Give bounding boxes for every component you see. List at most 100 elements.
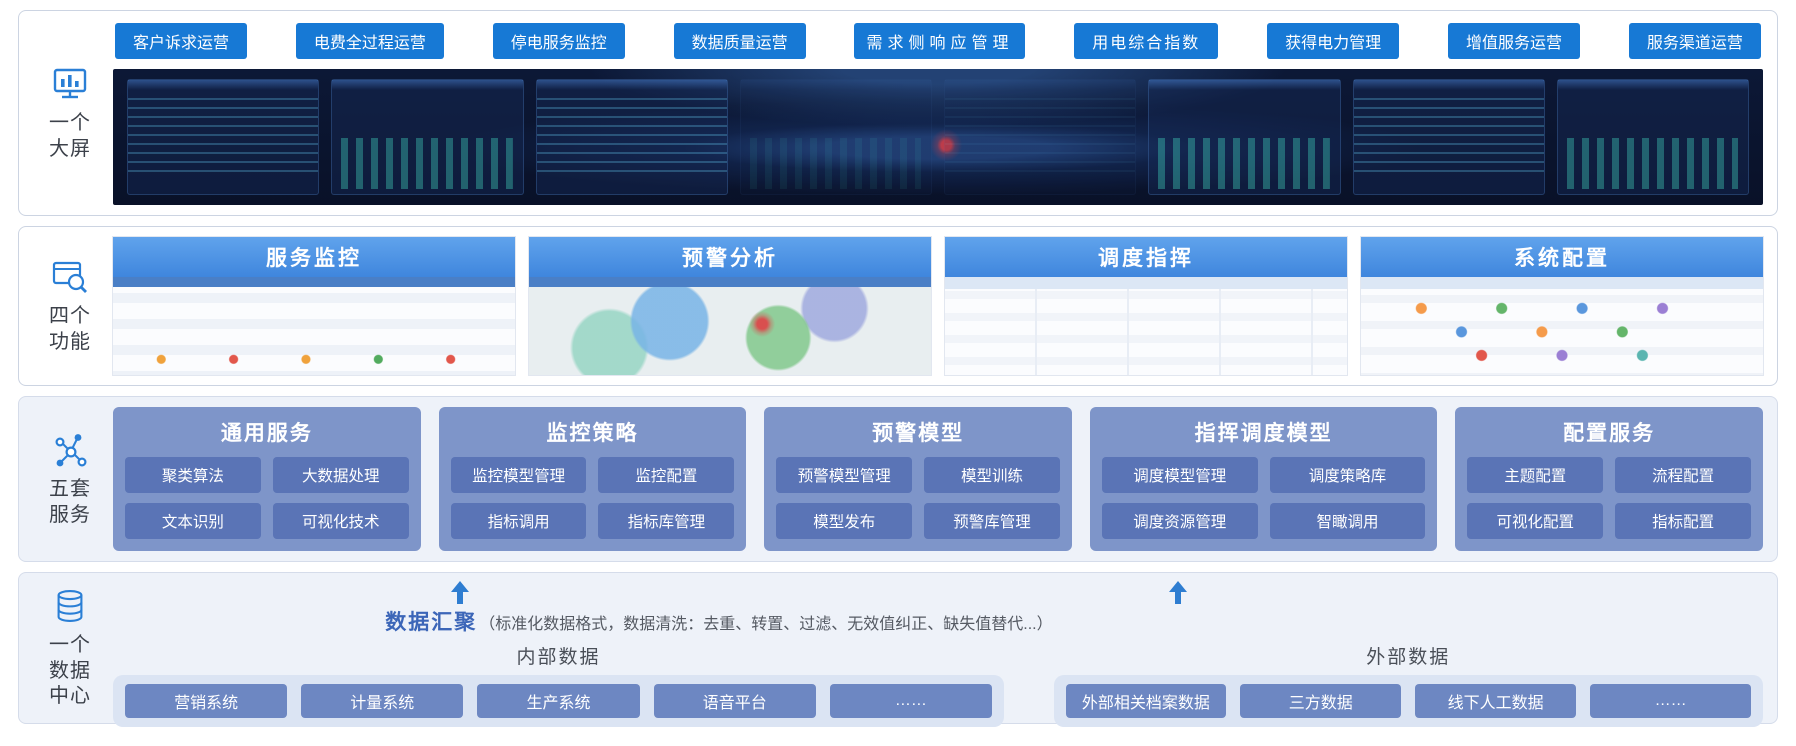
external-data-box: 外部相关档案数据 三方数据 线下人工数据 …… (1053, 675, 1763, 727)
function-panel-system-config: 系统配置 (1361, 237, 1763, 375)
internal-data-group: 内部数据 营销系统 计量系统 生产系统 语音平台 …… (113, 642, 1004, 727)
service-group-warning-model: 预警模型 预警模型管理 模型训练 模型发布 预警库管理 (764, 407, 1072, 551)
label-line: 服务 (49, 503, 91, 526)
dashboard-widget (1556, 79, 1749, 195)
function-panel-screenshot (113, 277, 515, 375)
service-item: 调度模型管理 (1101, 457, 1258, 493)
module-chip: 电费全过程运营 (295, 23, 444, 59)
service-group-items: 聚类算法 大数据处理 文本识别 可视化技术 (125, 457, 409, 539)
service-item: 模型发布 (776, 503, 913, 539)
service-item: 预警库管理 (924, 503, 1060, 539)
service-group-title: 指挥调度模型 (1194, 422, 1333, 445)
data-source-item: 营销系统 (125, 684, 288, 718)
label-line: 中心 (49, 685, 91, 708)
function-panel-screenshot (945, 277, 1347, 375)
module-chip: 数据质量运营 (673, 23, 806, 59)
data-source-groups: 内部数据 营销系统 计量系统 生产系统 语音平台 …… 外部数据 外部相关档案数… (113, 642, 1763, 727)
big-screen-module-row: 客户诉求运营 电费全过程运营 停电服务监控 数据质量运营 需求侧响应管理 用电综… (115, 23, 1761, 59)
external-data-group: 外部数据 外部相关档案数据 三方数据 线下人工数据 …… (1053, 642, 1763, 727)
function-panel-screenshot (529, 277, 931, 375)
service-item: 监控配置 (598, 457, 735, 493)
label-line: 一个 (49, 111, 91, 134)
module-chip: 增值服务运营 (1448, 23, 1581, 59)
service-item: 调度策略库 (1269, 457, 1426, 493)
data-source-item: …… (1590, 684, 1751, 718)
data-aggregation-title: 数据汇聚 (385, 611, 478, 634)
section-big-screen: 一个 大屏 客户诉求运营 电费全过程运营 停电服务监控 数据质量运营 需求侧响应… (18, 10, 1778, 216)
service-item: 模型训练 (924, 457, 1060, 493)
label-line: 一个 (49, 634, 91, 657)
service-group-config: 配置服务 主题配置 流程配置 可视化配置 指标配置 (1455, 407, 1763, 551)
section-label-big-screen: 一个 大屏 (27, 21, 113, 205)
dashboard-widget (127, 79, 320, 195)
service-item: 预警模型管理 (776, 457, 913, 493)
service-item: 聚类算法 (125, 457, 261, 493)
service-group-items: 监控模型管理 监控配置 指标调用 指标库管理 (450, 457, 735, 539)
dashboard-widget (1148, 79, 1341, 195)
section-four-functions: 四个 功能 服务监控 预警分析 调度指挥 系统配置 (18, 226, 1778, 386)
data-source-item: 语音平台 (653, 684, 816, 718)
label-line: 大屏 (49, 137, 91, 160)
service-group-title: 配置服务 (1563, 422, 1656, 445)
label-line: 四个 (49, 304, 91, 327)
service-item: 指标配置 (1615, 503, 1751, 539)
service-groups-row: 通用服务 聚类算法 大数据处理 文本识别 可视化技术 监控策略 监控模型管理 监… (113, 407, 1763, 551)
service-item: 文本识别 (125, 503, 261, 539)
module-chip: 服务渠道运营 (1628, 23, 1761, 59)
up-arrow-icon (1169, 581, 1187, 604)
label-line: 数据 (49, 659, 91, 682)
module-chip: 停电服务监控 (492, 23, 625, 59)
data-source-item: 生产系统 (477, 684, 640, 718)
function-panel-title: 调度指挥 (945, 237, 1347, 277)
function-panel-title: 系统配置 (1361, 237, 1763, 277)
section-label-text: 一个 数据 中心 (49, 633, 91, 710)
module-chip: 需求侧响应管理 (854, 23, 1026, 59)
function-panel-service-monitor: 服务监控 (113, 237, 515, 375)
function-panel-title: 预警分析 (529, 237, 931, 277)
data-source-item: 线下人工数据 (1415, 684, 1577, 718)
function-panels-row: 服务监控 预警分析 调度指挥 系统配置 (113, 237, 1763, 375)
module-chip: 用电综合指数 (1074, 23, 1219, 59)
service-item: 指标库管理 (598, 503, 735, 539)
service-group-dispatch-model: 指挥调度模型 调度模型管理 调度策略库 调度资源管理 智瞰调用 (1089, 407, 1438, 551)
function-panel-dispatch-command: 调度指挥 (945, 237, 1347, 375)
function-panel-screenshot (1361, 277, 1763, 375)
service-group-monitor-strategy: 监控策略 监控模型管理 监控配置 指标调用 指标库管理 (438, 407, 747, 551)
section-label-data-center: 一个 数据 中心 (27, 583, 113, 713)
up-arrow-icon (451, 581, 470, 604)
database-icon (57, 590, 83, 623)
dashboard-map-area (739, 79, 932, 195)
section-five-services: 五套 服务 通用服务 聚类算法 大数据处理 文本识别 可视化技术 监控策略 (18, 396, 1778, 562)
internal-data-box: 营销系统 计量系统 生产系统 语音平台 …… (113, 675, 1004, 727)
data-source-item: 计量系统 (301, 684, 464, 718)
section-label-text: 一个 大屏 (49, 111, 91, 162)
section-label-text: 四个 功能 (49, 304, 91, 355)
monitor-chart-icon (53, 68, 87, 99)
dashboard-map-area (944, 79, 1137, 195)
section-label-five-services: 五套 服务 (27, 407, 113, 551)
service-group-general: 通用服务 聚类算法 大数据处理 文本识别 可视化技术 (113, 407, 421, 551)
service-group-title: 监控策略 (546, 422, 639, 445)
service-item: 流程配置 (1615, 457, 1751, 493)
dashboard-preview-image (113, 69, 1763, 205)
service-group-items: 预警模型管理 模型训练 模型发布 预警库管理 (776, 457, 1060, 539)
data-aggregation-subtitle: （标准化数据格式，数据清洗：去重、转置、过滤、无效值纠正、缺失值替代...） (479, 616, 1053, 633)
dashboard-widget (1352, 79, 1545, 195)
data-source-item: …… (829, 684, 993, 718)
service-item: 指标调用 (450, 503, 587, 539)
dashboard-widget (331, 79, 524, 195)
section-label-text: 五套 服务 (49, 477, 91, 528)
service-item: 大数据处理 (272, 457, 409, 493)
data-source-item: 外部相关档案数据 (1065, 684, 1227, 718)
doc-search-icon (52, 261, 87, 293)
section-label-four-functions: 四个 功能 (27, 237, 113, 375)
function-panel-warning-analysis: 预警分析 (529, 237, 931, 375)
network-nodes-icon (55, 434, 87, 467)
module-chip: 获得电力管理 (1267, 23, 1400, 59)
service-item: 可视化配置 (1467, 503, 1604, 539)
function-panel-title: 服务监控 (113, 237, 515, 277)
service-item: 智瞰调用 (1269, 503, 1426, 539)
label-line: 五套 (49, 477, 91, 500)
label-line: 功能 (49, 330, 91, 353)
